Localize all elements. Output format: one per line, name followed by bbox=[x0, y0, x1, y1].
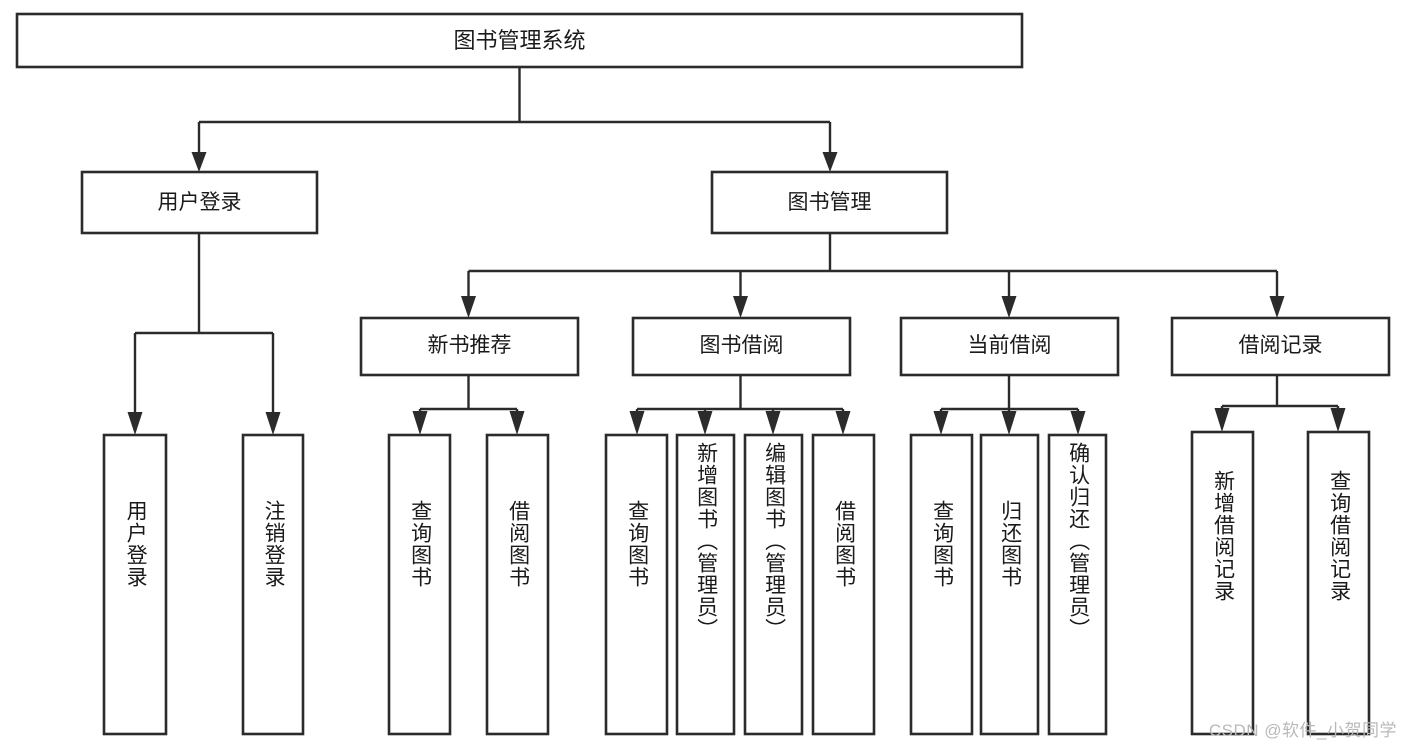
node-borrow-record-label: 借阅记录 bbox=[1239, 334, 1323, 357]
node-book-management[interactable]: 图书管理 bbox=[710, 170, 949, 235]
connector-layer bbox=[127, 67, 1346, 435]
arrowhead-leaf-query-record bbox=[1330, 408, 1346, 432]
node-borrow-record-box[interactable] bbox=[1170, 316, 1391, 377]
node-current-borrow-box[interactable] bbox=[899, 316, 1120, 377]
arrowhead-leaf-return-book bbox=[1001, 411, 1017, 435]
arrowhead-book-management bbox=[822, 152, 838, 172]
arrowhead-leaf-add-book bbox=[697, 411, 713, 435]
node-user-login[interactable]: 用户登录 bbox=[80, 170, 319, 235]
arrowhead-leaf-borrow-book-2 bbox=[835, 411, 851, 435]
arrowhead-leaf-query-book-2 bbox=[629, 411, 645, 435]
leaf-confirm-return-box[interactable] bbox=[1047, 433, 1108, 736]
arrowhead-leaf-borrow-book-1 bbox=[509, 411, 525, 435]
arrowhead-leaf-user-logout bbox=[265, 412, 281, 435]
leaf-user-logout-box[interactable] bbox=[241, 433, 305, 736]
arrowhead-new-book-recommend bbox=[461, 296, 476, 318]
node-book-borrow-label: 图书借阅 bbox=[700, 334, 784, 357]
arrowhead-leaf-query-book-1 bbox=[412, 411, 428, 435]
leaf-query-book-1-box[interactable] bbox=[387, 433, 452, 736]
leaf-borrow-book-2-box[interactable] bbox=[811, 433, 876, 736]
leaf-edit-book-box[interactable] bbox=[743, 433, 804, 736]
node-book-borrow[interactable]: 图书借阅 bbox=[631, 316, 852, 377]
node-new-book-recommend-label: 新书推荐 bbox=[428, 334, 512, 357]
node-current-borrow[interactable]: 当前借阅 bbox=[899, 316, 1120, 377]
node-book-management-label: 图书管理 bbox=[788, 191, 872, 214]
arrowhead-leaf-query-book-3 bbox=[933, 411, 949, 435]
node-root[interactable]: 图书管理系统 bbox=[15, 12, 1024, 69]
node-new-book-recommend[interactable]: 新书推荐 bbox=[359, 316, 580, 377]
leaf-query-record-box[interactable] bbox=[1306, 430, 1371, 736]
node-book-borrow-box[interactable] bbox=[631, 316, 852, 377]
leaf-return-book-box[interactable] bbox=[979, 433, 1040, 736]
arrowhead-current-borrow bbox=[1001, 296, 1017, 318]
node-root-box[interactable] bbox=[15, 12, 1024, 69]
arrowhead-leaf-confirm-return bbox=[1070, 411, 1086, 435]
node-book-management-box[interactable] bbox=[710, 170, 949, 235]
node-borrow-record[interactable]: 借阅记录 bbox=[1170, 316, 1391, 377]
arrowhead-leaf-add-record bbox=[1214, 408, 1230, 432]
leaf-boxes-layer bbox=[102, 430, 1371, 736]
leaf-query-book-3-box[interactable] bbox=[909, 433, 974, 736]
leaf-query-book-2-box[interactable] bbox=[604, 433, 669, 736]
leaf-add-book-box[interactable] bbox=[675, 433, 736, 736]
arrowhead-user-login bbox=[191, 152, 207, 172]
node-user-login-label: 用户登录 bbox=[158, 191, 242, 214]
leaf-user-login-box[interactable] bbox=[102, 433, 168, 736]
node-root-label: 图书管理系统 bbox=[453, 28, 585, 53]
arrowhead-borrow-record bbox=[1269, 296, 1285, 318]
arrowhead-leaf-user-login bbox=[127, 412, 143, 435]
node-new-book-recommend-box[interactable] bbox=[359, 316, 580, 377]
csdn-watermark: CSDN @软件_小贺同学 bbox=[1208, 721, 1397, 740]
node-current-borrow-label: 当前借阅 bbox=[968, 334, 1052, 357]
leaf-borrow-book-1-box[interactable] bbox=[485, 433, 550, 736]
node-user-login-box[interactable] bbox=[80, 170, 319, 235]
leaf-add-record-box[interactable] bbox=[1190, 430, 1255, 736]
arrowhead-leaf-edit-book bbox=[765, 411, 781, 435]
arrowhead-book-borrow bbox=[733, 296, 748, 318]
